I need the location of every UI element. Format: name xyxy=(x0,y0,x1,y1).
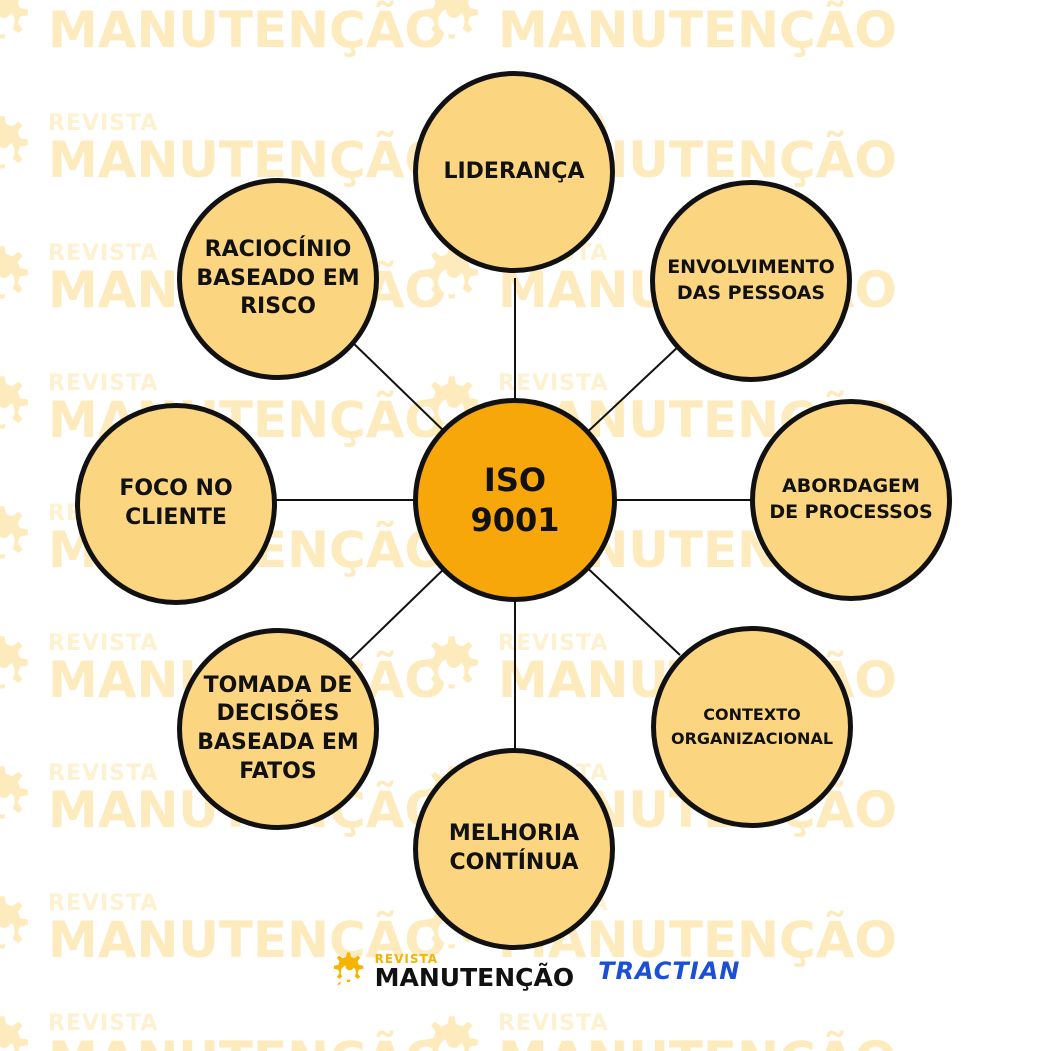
node-label-line: CONTEXTO xyxy=(703,705,801,724)
node-label-line: ORGANIZACIONAL xyxy=(670,729,834,748)
watermark-top-text: REVISTA xyxy=(498,631,609,656)
watermark-top-text: REVISTA xyxy=(48,371,159,396)
node-label-line: FATOS xyxy=(239,758,317,784)
node-label-line: CLIENTE xyxy=(125,505,227,530)
node-label-line: RISCO xyxy=(240,294,316,320)
watermark-top-text: REVISTA xyxy=(498,0,897,5)
node-label-line: DECISÕES xyxy=(216,701,340,727)
node-contexto-organizacional: CONTEXTO ORGANIZACIONAL xyxy=(651,626,853,828)
watermark-main-text: MANUTENÇÃO xyxy=(498,1035,897,1051)
node-label-line: RACIOCÍNIO xyxy=(204,237,352,263)
node-melhoria-continua: MELHORIA CONTÍNUA xyxy=(413,748,615,950)
brand-top-text: REVISTA xyxy=(374,951,439,966)
node-label-line: CONTÍNUA xyxy=(449,850,579,875)
watermark-main-text: MANUTENÇÃO xyxy=(498,1,897,59)
gear-wrench-icon xyxy=(325,949,369,993)
watermark-top-text: REVISTA xyxy=(48,111,159,136)
node-label-line: TOMADA DE xyxy=(203,672,353,698)
node-label-line: BASEADA EM xyxy=(197,730,359,755)
node-envolvimento-das-pessoas: ENVOLVIMENTO DAS PESSOAS xyxy=(650,180,852,382)
brand-main-text: MANUTENÇÃO xyxy=(374,962,575,992)
node-label-line: MELHORIA xyxy=(448,821,580,847)
node-label-line: BASEADO EM xyxy=(196,265,360,291)
watermark-top-text: REVISTA xyxy=(48,1011,159,1036)
watermark-main-text: MANUTENÇÃO xyxy=(48,1,447,59)
node-label-line: ABORDAGEM xyxy=(782,475,920,498)
watermark-top-text: REVISTA xyxy=(48,891,159,916)
node-label-line: LIDERANÇA xyxy=(443,158,585,184)
node-foco-no-cliente: FOCO NO CLIENTE xyxy=(75,403,277,605)
watermark-main-text: MANUTENÇÃO xyxy=(48,131,447,189)
center-label-line: 9001 xyxy=(470,501,560,539)
center-label-line: ISO xyxy=(483,461,547,499)
node-lideranca: LIDERANÇA xyxy=(413,71,615,273)
watermark-top-text: REVISTA xyxy=(48,0,447,5)
center-node-iso-9001: ISO 9001 xyxy=(413,398,617,602)
node-tomada-de-decisoes: TOMADA DE DECISÕES BASEADA EM FATOS xyxy=(177,628,379,830)
watermark-top-text: REVISTA xyxy=(48,761,159,786)
watermark-top-text: REVISTA xyxy=(48,631,159,656)
tractian-logo: TRACTIAN xyxy=(598,957,741,985)
watermark-top-text: REVISTA xyxy=(48,241,159,266)
node-label-line: DE PROCESSOS xyxy=(769,501,933,523)
watermark-top-text: REVISTA xyxy=(498,1011,609,1036)
watermark-top-text: REVISTA xyxy=(498,371,609,396)
watermark-main-text: MANUTENÇÃO xyxy=(48,1035,447,1051)
node-label-line: DAS PESSOAS xyxy=(676,282,826,304)
footer-logos: REVISTA MANUTENÇÃO TRACTIAN xyxy=(0,946,1051,996)
revista-manutencao-logo: REVISTA MANUTENÇÃO xyxy=(325,949,574,993)
node-label-line: FOCO NO xyxy=(119,476,233,502)
node-raciocinio-baseado-em-risco: RACIOCÍNIO BASEADO EM RISCO xyxy=(177,178,379,380)
node-label-line: ENVOLVIMENTO xyxy=(667,256,835,279)
node-abordagem-de-processos: ABORDAGEM DE PROCESSOS xyxy=(750,399,952,601)
watermark-main-text: MANUTENÇÃO xyxy=(48,911,447,969)
